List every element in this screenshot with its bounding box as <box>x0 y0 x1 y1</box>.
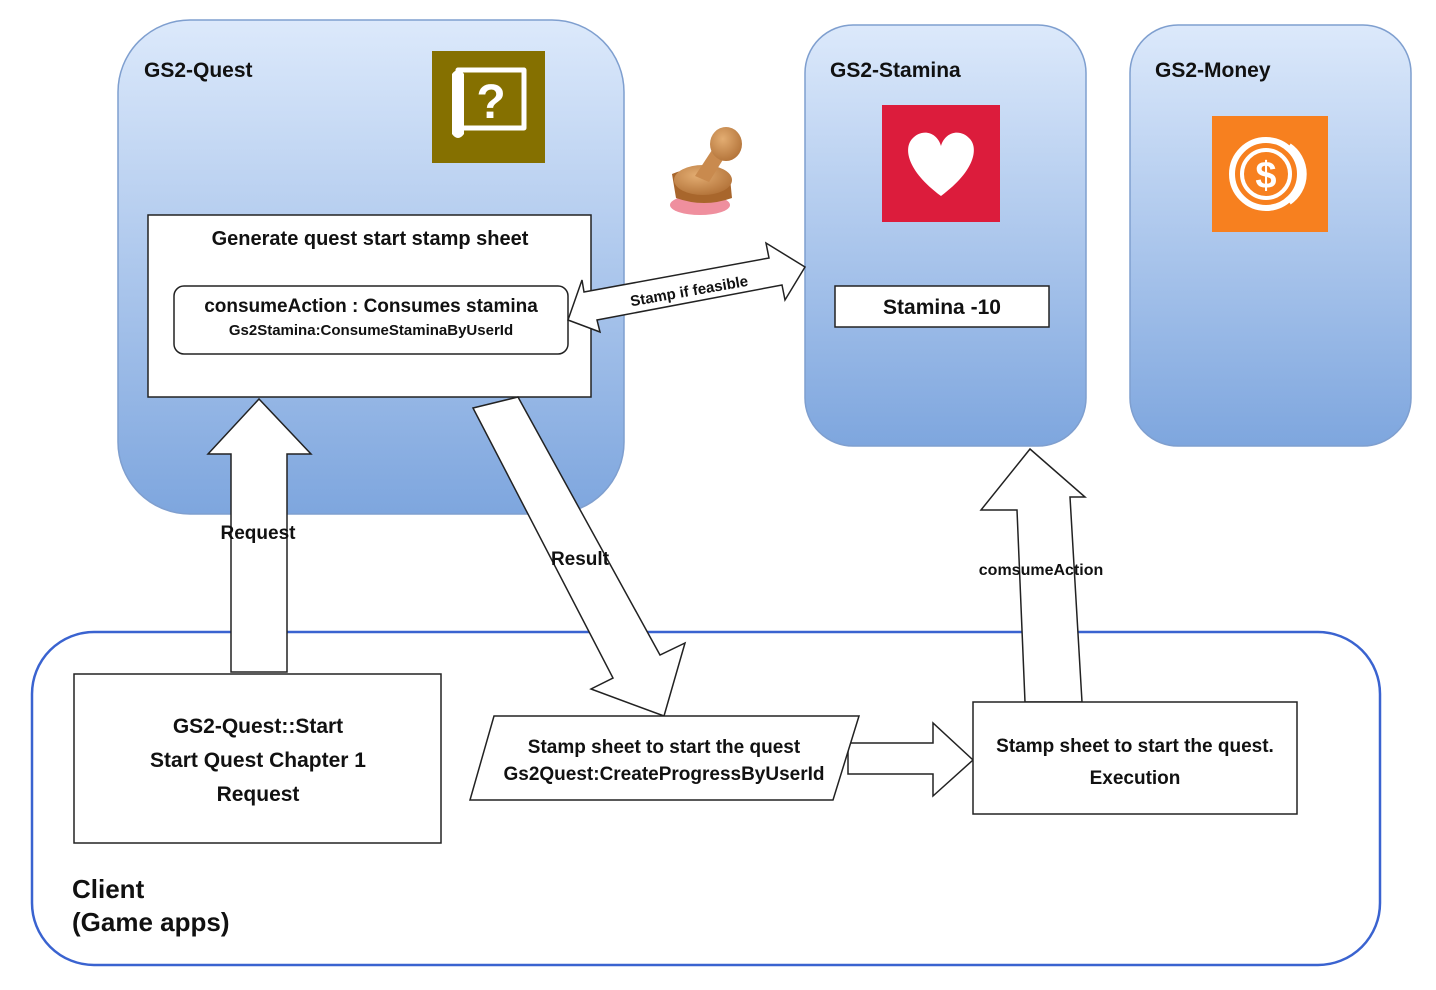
quest-start-line3: Request <box>217 783 300 806</box>
execution-line1: Stamp sheet to start the quest. <box>996 736 1274 757</box>
request-arrow <box>206 397 313 673</box>
stamina-change-label: Stamina -10 <box>883 296 1001 319</box>
client-title-line1: Client <box>72 874 145 904</box>
consume-action-label: consumeAction : Consumes stamina <box>204 296 538 317</box>
consume-action-method: Gs2Stamina:ConsumeStaminaByUserId <box>229 322 513 339</box>
stamp-sheet-execution-box <box>972 701 1298 815</box>
stamp-sheet-document <box>469 715 861 801</box>
consume-action-arrow <box>979 447 1087 703</box>
consume-action-arrow-label: comsumeAction <box>979 562 1103 579</box>
stamp-sheet-generation-title: Generate quest start stamp sheet <box>212 228 529 250</box>
stamp-sheet-line2: Gs2Quest:CreateProgressByUserId <box>503 764 824 785</box>
stamp-double-arrow <box>567 241 807 334</box>
execute-arrow <box>847 721 975 798</box>
gs2-stamina-service <box>804 24 1087 447</box>
coin-icon: $ <box>1212 116 1328 232</box>
quest-start-line2: Start Quest Chapter 1 <box>150 749 366 772</box>
gs2-money-service <box>1129 24 1412 447</box>
client-title-line2: (Game apps) <box>72 907 230 937</box>
svg-text:?: ? <box>476 76 505 129</box>
quest-start-line1: GS2-Quest::Start <box>173 715 343 738</box>
quest-start-request-box <box>73 673 442 844</box>
money-service-title: GS2-Money <box>1155 59 1271 82</box>
heart-icon <box>882 105 1000 222</box>
stamina-service-title: GS2-Stamina <box>830 59 961 82</box>
result-arrow <box>471 396 687 717</box>
execution-line2: Execution <box>1090 768 1181 789</box>
svg-text:$: $ <box>1255 155 1276 197</box>
stamina-change-box <box>834 285 1050 328</box>
request-arrow-label: Request <box>221 523 297 544</box>
result-arrow-label: Result <box>551 549 610 570</box>
stamp-sheet-line1: Stamp sheet to start the quest <box>528 737 801 758</box>
stamp-icon <box>670 127 742 215</box>
quest-service-title: GS2-Quest <box>144 59 253 82</box>
quest-map-icon: ? <box>432 51 545 163</box>
